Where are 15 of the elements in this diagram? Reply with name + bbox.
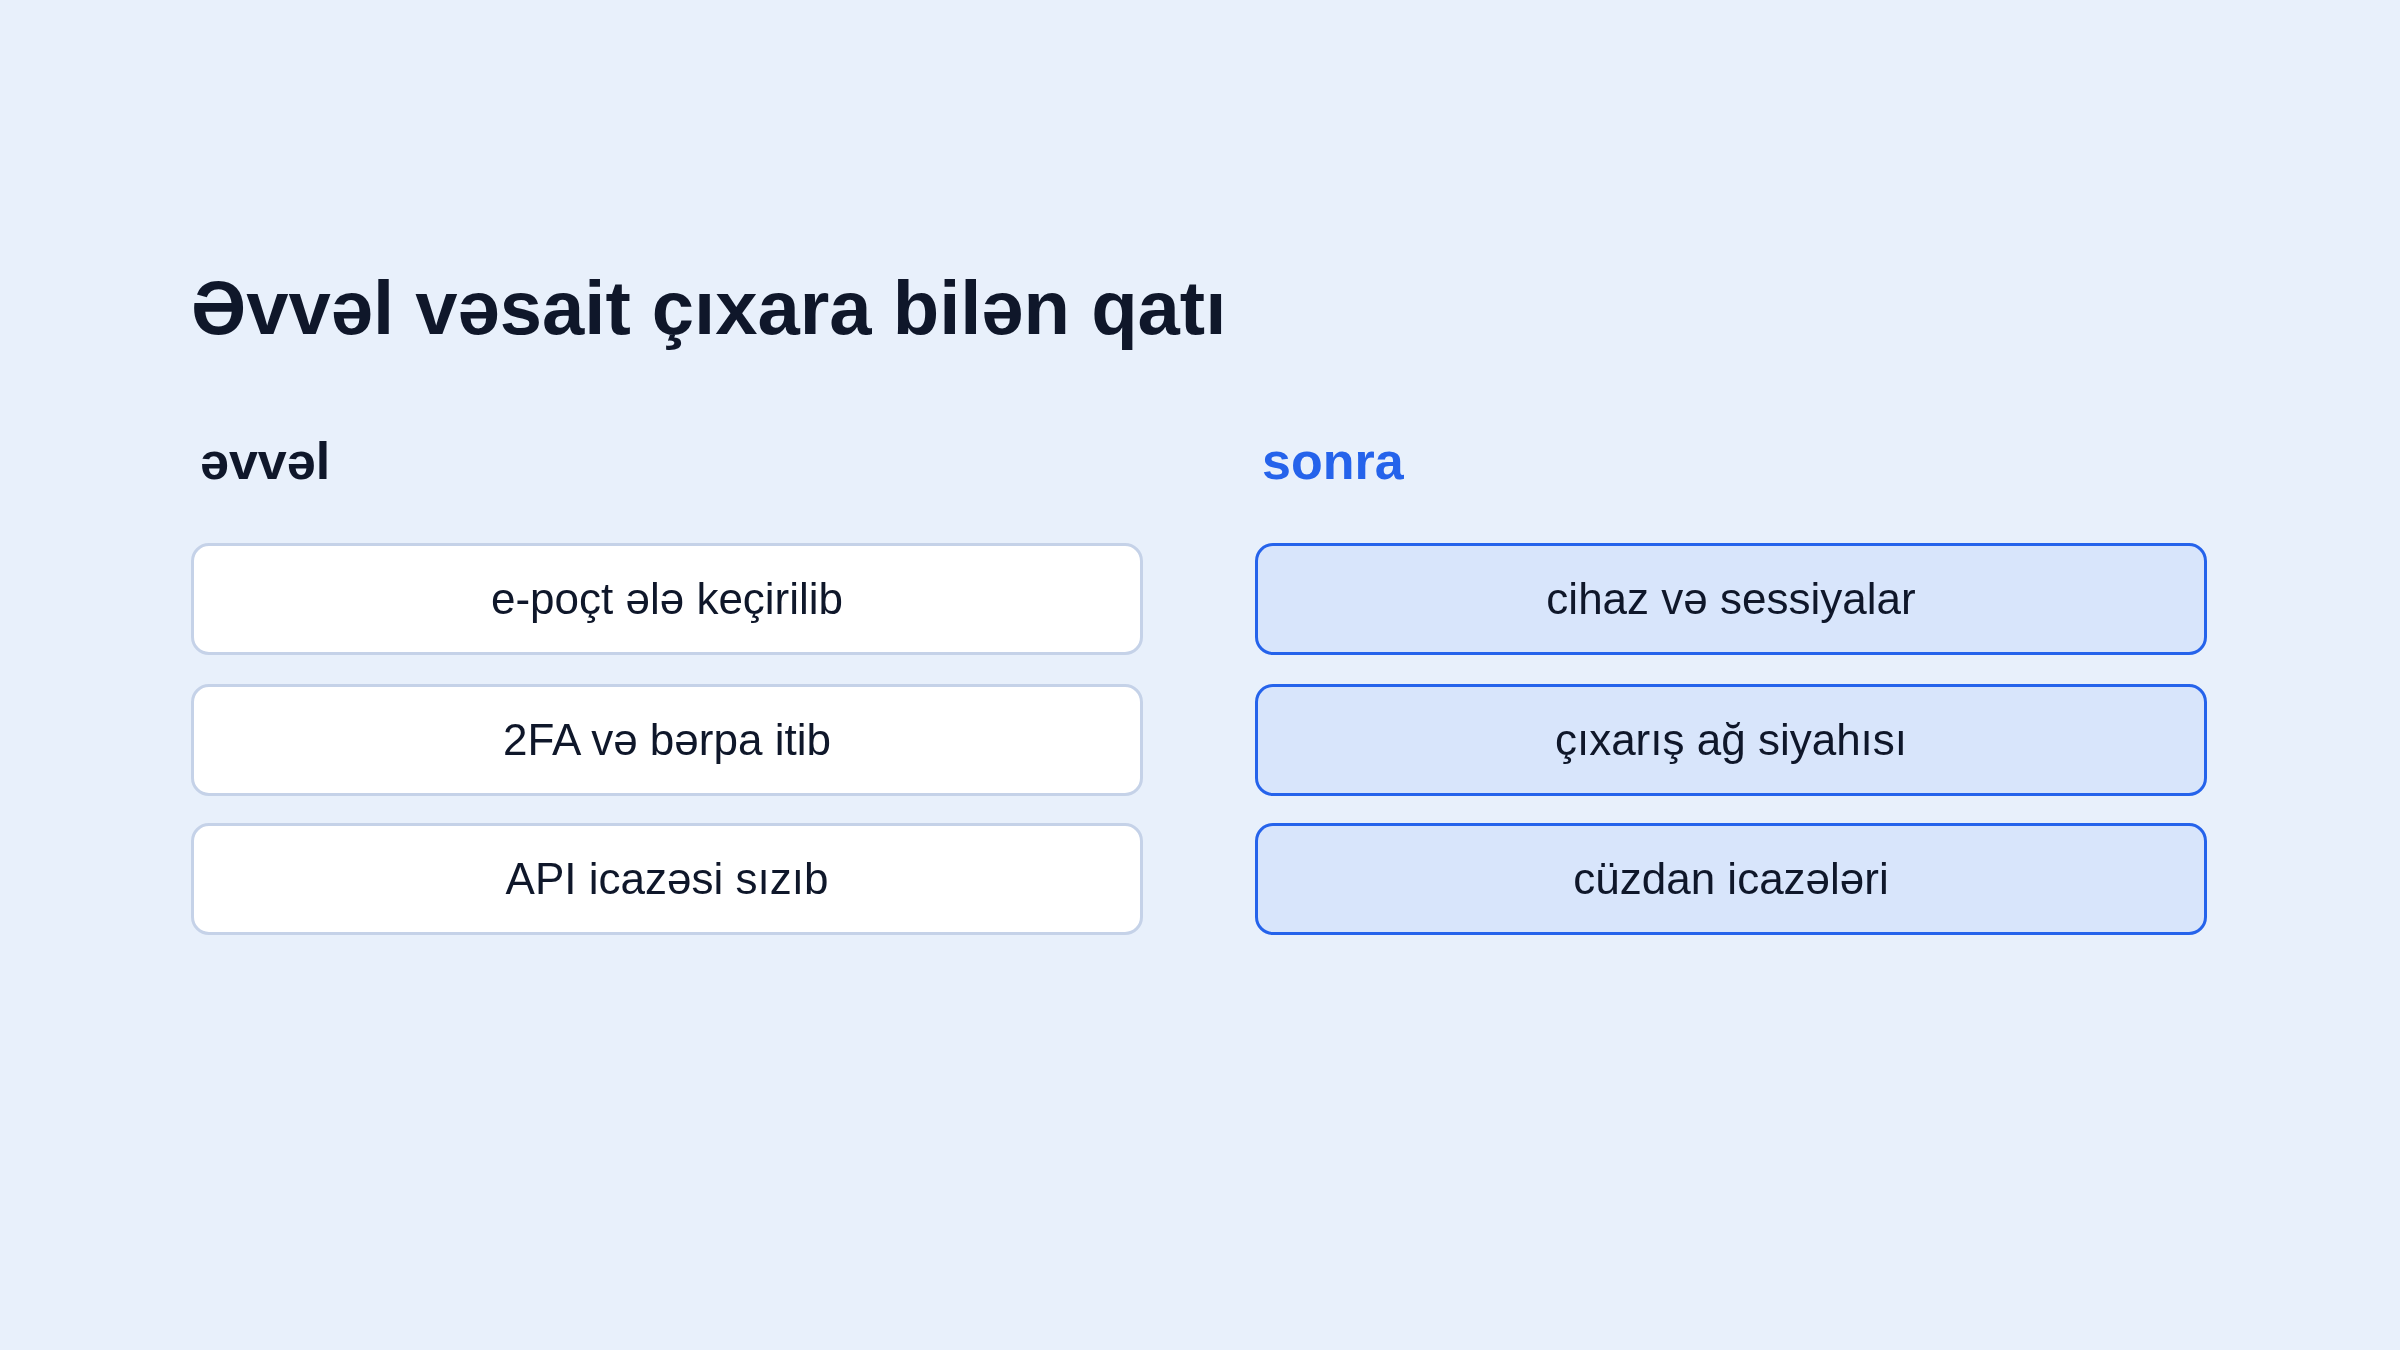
item-card (1255, 543, 2207, 655)
card-text: çıxarış ağ siyahısı (1554, 713, 1908, 766)
card-text: API icazəsi sızıb (505, 852, 829, 905)
item-card (191, 684, 1143, 796)
diagram-title: Əvvəl vəsait çıxara bilən qatı (191, 264, 1227, 352)
column-heading: əvvəl (200, 431, 331, 492)
item-card (191, 543, 1143, 655)
card-text: e-poçt ələ keçirilib (490, 572, 844, 625)
item-card (1255, 684, 2207, 796)
card-text: 2FA və bərpa itib (503, 713, 831, 766)
card-text: cüzdan icazələri (1573, 852, 1889, 905)
item-card (1255, 823, 2207, 935)
item-card (191, 823, 1143, 935)
column-heading: sonra (1262, 431, 1404, 492)
card-text: cihaz və sessiyalar (1546, 572, 1916, 625)
